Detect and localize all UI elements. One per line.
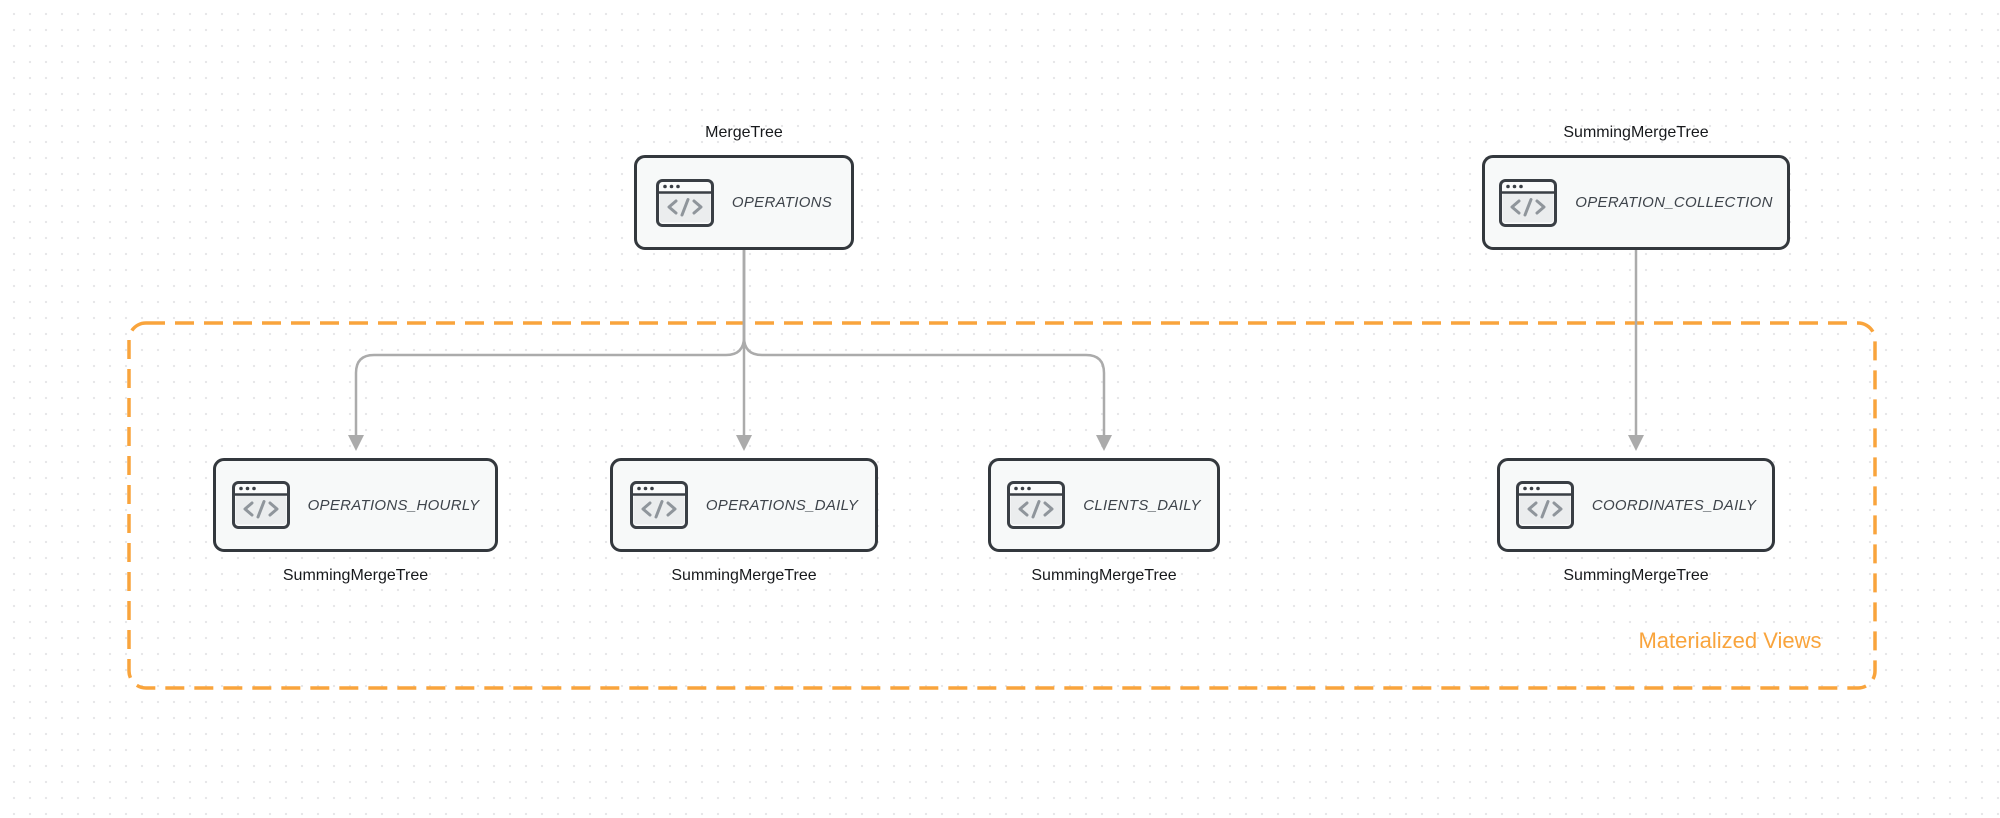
engine-label: SummingMergeTree <box>1563 124 1709 141</box>
edge-operations-to-operations-hourly <box>354 250 746 435</box>
node-group-operation-collection: SummingMergeTree OPERATION_COLLECTION <box>1482 124 1790 250</box>
code-window-icon <box>231 481 290 529</box>
node-title: OPERATION_COLLECTION <box>1575 194 1773 211</box>
engine-label: MergeTree <box>705 124 783 141</box>
arrowhead-coordinates-daily <box>1628 435 1644 451</box>
edge-operations-to-clients-daily <box>742 250 1106 435</box>
node-title: OPERATIONS_HOURLY <box>307 496 480 514</box>
node-operations-daily[interactable]: OPERATIONS_DAILY <box>610 458 878 552</box>
node-title: CLIENTS_DAILY <box>1083 496 1201 514</box>
code-window-icon <box>655 178 714 227</box>
node-group-operations: MergeTree OPERATIONS <box>634 124 854 250</box>
engine-label: SummingMergeTree <box>1031 567 1177 584</box>
engine-label: SummingMergeTree <box>282 567 429 584</box>
code-window-icon <box>1499 178 1558 227</box>
arrowhead-clients-daily <box>1096 435 1112 451</box>
arrowhead-operations-hourly <box>348 435 364 451</box>
node-group-operations-daily: OPERATIONS_DAILY SummingMergeTree <box>610 458 878 584</box>
node-operations-hourly[interactable]: OPERATIONS_HOURLY <box>213 458 498 552</box>
node-operation-collection[interactable]: OPERATION_COLLECTION <box>1482 155 1790 250</box>
materialized-views-group-label: Materialized Views <box>1638 628 1822 653</box>
node-coordinates-daily[interactable]: COORDINATES_DAILY <box>1497 458 1775 552</box>
node-clients-daily[interactable]: CLIENTS_DAILY <box>988 458 1220 552</box>
materialized-views-group-border[interactable] <box>127 321 1877 690</box>
node-group-operations-hourly: OPERATIONS_HOURLY SummingMergeTree <box>213 458 498 584</box>
engine-label: SummingMergeTree <box>1563 567 1709 584</box>
code-window-icon <box>629 481 688 529</box>
node-title: COORDINATES_DAILY <box>1591 496 1757 514</box>
node-group-clients-daily: CLIENTS_DAILY SummingMergeTree <box>988 458 1220 584</box>
code-window-icon <box>1515 481 1574 529</box>
code-window-icon <box>1007 481 1066 529</box>
arrowhead-operations-daily <box>736 435 752 451</box>
node-operations[interactable]: OPERATIONS <box>634 155 854 250</box>
engine-label: SummingMergeTree <box>671 567 817 584</box>
node-group-coordinates-daily: COORDINATES_DAILY SummingMergeTree <box>1497 458 1775 584</box>
node-title: OPERATIONS <box>731 194 833 211</box>
node-title: OPERATIONS_DAILY <box>705 496 859 514</box>
